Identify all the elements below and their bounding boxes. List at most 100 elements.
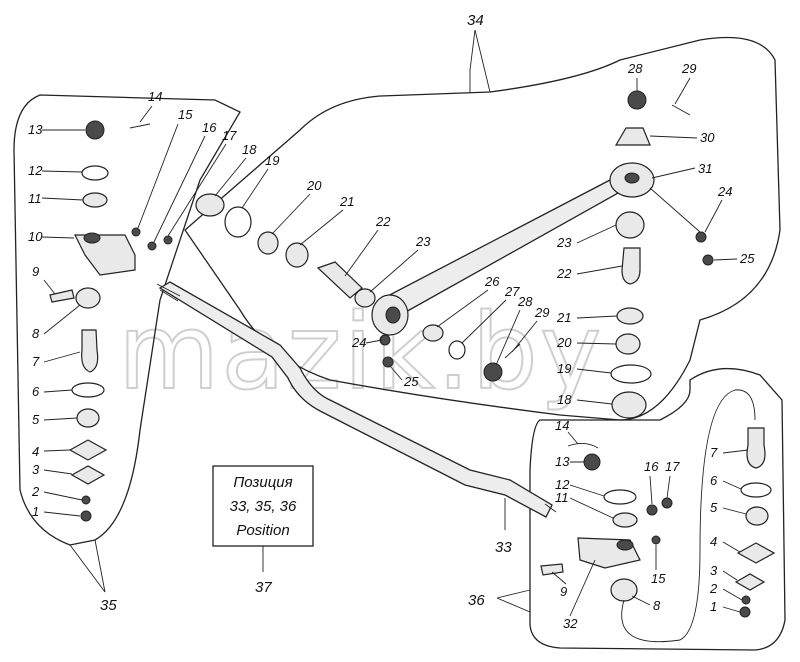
- lc-12: 12: [28, 163, 43, 178]
- cc-22: 22: [375, 214, 391, 229]
- l-10-housing: [74, 234, 136, 276]
- rt-21: [616, 307, 644, 325]
- lc-3: 3: [32, 462, 40, 477]
- cc-24: 24: [351, 335, 366, 350]
- cc-26: 26: [484, 274, 500, 289]
- rt-30: [614, 127, 651, 146]
- l-8: [75, 287, 101, 309]
- arm-31-end-hole: [385, 306, 401, 324]
- rb-c9: 9: [560, 584, 567, 599]
- rt-23: [615, 211, 645, 239]
- rb-16: [646, 504, 658, 516]
- rb-12: [603, 489, 637, 505]
- rt-22: [621, 247, 641, 285]
- rt-c24: 24: [717, 184, 732, 199]
- cc-21: 21: [339, 194, 354, 209]
- part-26: [422, 324, 444, 342]
- rb-arrow: [621, 389, 756, 643]
- cc-28: 28: [517, 294, 533, 309]
- l-6: [71, 382, 105, 398]
- l-13-nut: [85, 120, 105, 140]
- l-3-plate: [70, 465, 106, 485]
- rb-c4: 4: [710, 534, 717, 549]
- rb-c3: 3: [710, 563, 718, 578]
- leader-36a: [496, 589, 531, 599]
- l-15: [131, 227, 141, 237]
- rb-2: [741, 595, 751, 605]
- l-4-plate: [68, 439, 108, 461]
- label-34: 34: [467, 12, 484, 29]
- rb-c12: 12: [555, 477, 570, 492]
- part-19: [224, 206, 252, 238]
- lc-8: 8: [32, 326, 40, 341]
- thread-marks: [156, 283, 557, 513]
- part-22: [316, 261, 363, 299]
- left-leaders: [41, 105, 227, 517]
- lc-5: 5: [32, 412, 40, 427]
- rt-29-pin: [671, 104, 691, 116]
- cc-18: 18: [242, 142, 257, 157]
- leader-35b: [94, 539, 106, 593]
- right-bottom-leaders: [551, 431, 749, 617]
- group-36-outline: [529, 367, 786, 651]
- rb-9-bolt: [540, 563, 564, 576]
- watermark: mazik.by: [118, 291, 603, 413]
- rb-8: [610, 578, 638, 602]
- rt-c18: 18: [557, 392, 572, 407]
- tie-rod-33: [158, 281, 553, 518]
- cc-20: 20: [306, 178, 322, 193]
- part-25-center: [382, 356, 394, 368]
- rb-c8: 8: [653, 598, 661, 613]
- group-34-outline: [184, 36, 781, 421]
- position-box-line1: Позиция: [233, 474, 292, 491]
- rb-11: [612, 512, 638, 528]
- label-36: 36: [468, 592, 485, 609]
- l-9-bolt: [49, 289, 75, 303]
- rt-20: [615, 333, 641, 355]
- rt-24: [695, 231, 707, 243]
- rb-7-pin: [746, 427, 766, 469]
- leader-36b: [496, 597, 531, 613]
- rb-15: [651, 535, 661, 545]
- rt-19: [610, 364, 652, 384]
- rb-3-plate: [734, 573, 766, 591]
- lc-11: 11: [28, 191, 42, 206]
- part-21: [285, 242, 309, 268]
- rb-13-nut: [583, 453, 601, 471]
- rt-c29: 29: [681, 61, 696, 76]
- l-7-pin: [81, 329, 99, 373]
- rb-c7: 7: [710, 445, 718, 460]
- lc-1: 1: [32, 504, 39, 519]
- leader-35a: [69, 544, 106, 593]
- leader-34b: [469, 29, 476, 92]
- part-23: [354, 288, 376, 308]
- rt-c23: 23: [556, 235, 572, 250]
- group-35-outline: [13, 94, 241, 546]
- rb-c11: 11: [555, 490, 569, 505]
- cc-29: 29: [534, 305, 549, 320]
- l-12: [81, 165, 109, 181]
- rb-1: [739, 606, 751, 618]
- rb-c17: 17: [665, 459, 680, 474]
- lc-15: 15: [178, 107, 193, 122]
- rt-c25: 25: [739, 251, 755, 266]
- rt-c22: 22: [556, 266, 572, 281]
- rt-c19: 19: [557, 361, 571, 376]
- part-18: [195, 193, 225, 217]
- part-27: [448, 340, 466, 360]
- label-37: 37: [255, 579, 272, 596]
- lc-10: 10: [28, 229, 43, 244]
- rb-c15: 15: [651, 571, 666, 586]
- l-17: [163, 235, 173, 245]
- part-20: [257, 231, 279, 255]
- label-35: 35: [100, 597, 117, 614]
- rb-c1: 1: [710, 599, 717, 614]
- l-14-pin: [129, 123, 151, 129]
- rb-c14: 14: [555, 418, 569, 433]
- rb-4-plate: [736, 542, 776, 564]
- rt-c28: 28: [627, 61, 643, 76]
- l-5: [76, 408, 100, 428]
- rb-c2: 2: [709, 581, 718, 596]
- lc-6: 6: [32, 384, 40, 399]
